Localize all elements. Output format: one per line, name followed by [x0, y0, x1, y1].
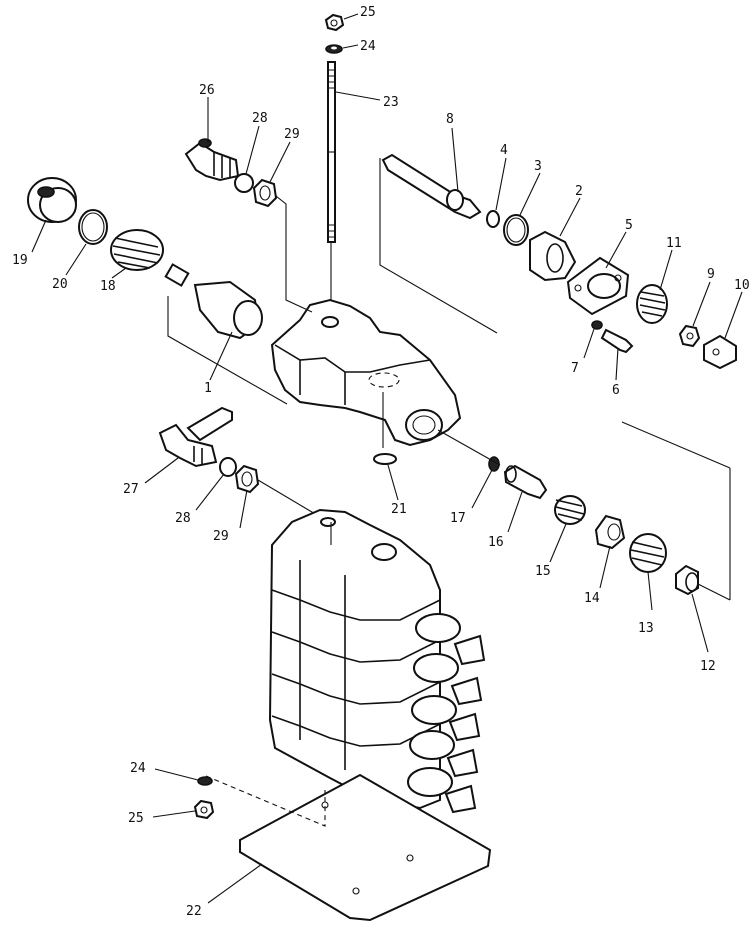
callout-19: 19	[12, 253, 28, 268]
part-21-o-ring	[373, 453, 397, 465]
callout-24-lower: 24	[130, 761, 146, 776]
bracket-line-right	[621, 421, 731, 469]
part-28-washer	[234, 173, 254, 193]
callout-2: 2	[575, 184, 583, 199]
callout-25-lower: 25	[128, 811, 144, 826]
part-14-spring-seat	[594, 514, 626, 550]
callout-5: 5	[625, 218, 633, 233]
part-15-spring	[554, 495, 586, 525]
part-18-spring	[110, 229, 164, 271]
callout-25-top: 25	[360, 5, 376, 20]
callout-23: 23	[383, 95, 399, 110]
callout-24-top: 24	[360, 39, 376, 54]
fitting-path-line	[275, 195, 313, 313]
part-24-top-washer	[325, 44, 343, 54]
part-28-washer-lower	[219, 457, 237, 477]
part-2-plug	[529, 230, 577, 282]
callout-28-lower: 28	[175, 511, 191, 526]
callout-11: 11	[666, 236, 682, 251]
callout-18: 18	[100, 279, 116, 294]
part-25-top-nut	[324, 13, 345, 32]
callout-labels: 25 24 23 26 28 29 8 4 3 2 5 11 9 10 19 2…	[12, 5, 750, 919]
callout-16: 16	[488, 535, 504, 550]
check-path-line	[437, 429, 501, 466]
callout-9: 9	[707, 267, 715, 282]
callout-3: 3	[534, 159, 542, 174]
callout-26: 26	[199, 83, 215, 98]
callout-29-top: 29	[284, 127, 300, 142]
part-20-o-ring	[78, 209, 108, 245]
part-3-o-ring	[503, 214, 529, 246]
part-26-fitting	[184, 138, 240, 182]
part-23-tie-rod	[327, 61, 336, 243]
spool-bracket-line	[379, 158, 498, 334]
callout-28-top: 28	[252, 111, 268, 126]
part-4-o-ring	[486, 210, 500, 228]
stack-spool-ends	[407, 613, 486, 814]
callout-15: 15	[535, 564, 551, 579]
callout-20: 20	[52, 277, 68, 292]
part-5-flange	[566, 256, 630, 316]
callout-29-lower: 29	[213, 529, 229, 544]
part-1-sleeve	[164, 263, 263, 340]
part-29-nut	[252, 178, 278, 208]
callout-10: 10	[734, 278, 750, 293]
part-10-clevis	[703, 334, 737, 370]
part-13-spring	[629, 533, 667, 573]
part-25-lower-nut	[193, 799, 215, 820]
part-29-nut-lower	[234, 464, 260, 494]
leader-lines	[31, 13, 743, 904]
callout-8: 8	[446, 112, 454, 127]
part-11-spring	[636, 284, 668, 324]
part-12-cap	[675, 564, 699, 596]
part-6-bolt	[600, 328, 634, 354]
sleeve-bracket-line	[167, 296, 288, 405]
callout-13: 13	[638, 621, 654, 636]
part-24-lower-washer	[197, 776, 213, 786]
part-16-poppet	[503, 464, 548, 500]
callout-6: 6	[612, 383, 620, 398]
upper-valve-section	[270, 298, 462, 447]
lower-fitting-line	[257, 479, 323, 519]
callout-21: 21	[391, 502, 407, 517]
callout-1: 1	[204, 381, 212, 396]
part-7-lock-washer	[591, 320, 603, 330]
callout-12: 12	[700, 659, 716, 674]
callout-4: 4	[500, 143, 508, 158]
lower-valve-stack	[268, 508, 441, 810]
callout-7: 7	[571, 361, 579, 376]
callout-22: 22	[186, 904, 202, 919]
callout-14: 14	[584, 591, 600, 606]
part-27-fitting	[158, 406, 233, 468]
part-22-mounting-plate	[239, 773, 492, 922]
part-8-spool	[381, 153, 482, 220]
callout-17: 17	[450, 511, 466, 526]
plate-bolt-line	[205, 775, 326, 827]
part-19-cap	[27, 177, 77, 223]
callout-27: 27	[123, 482, 139, 497]
part-9-nut	[678, 324, 701, 348]
